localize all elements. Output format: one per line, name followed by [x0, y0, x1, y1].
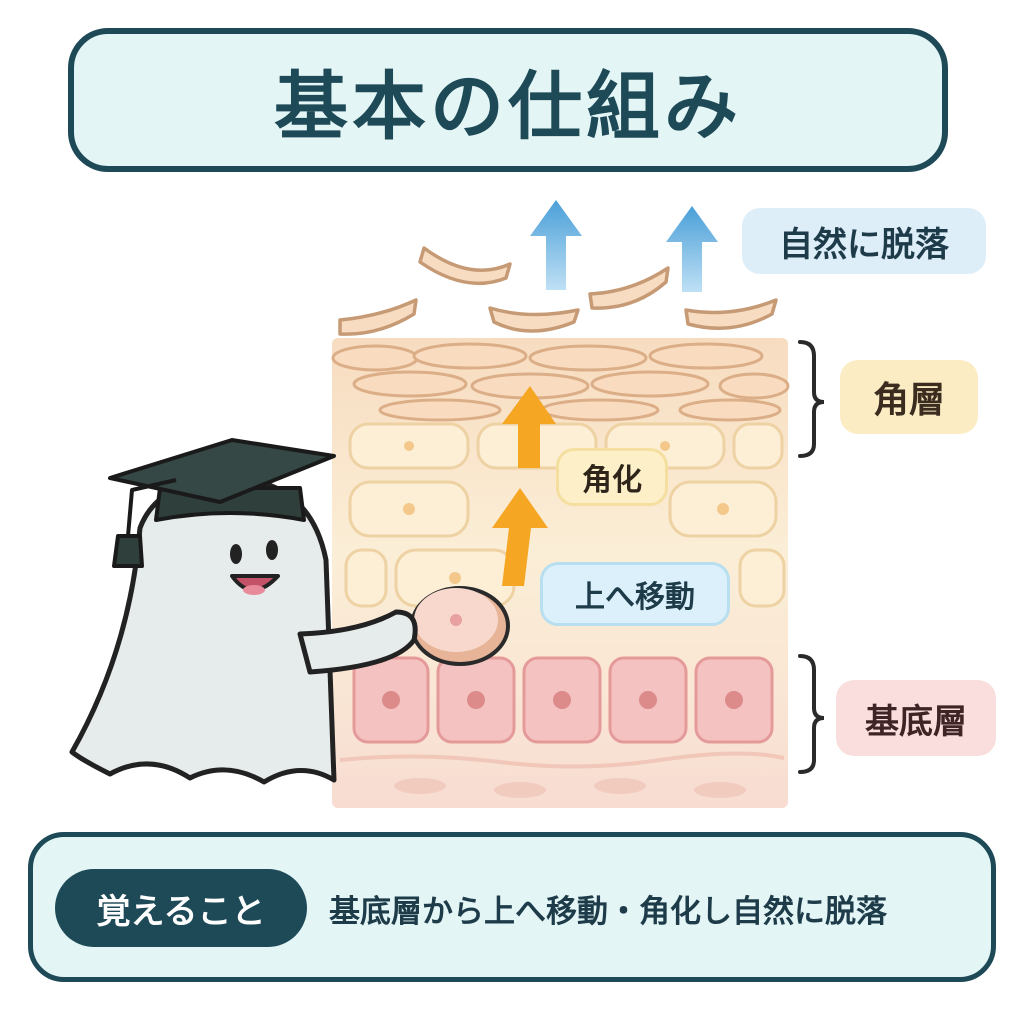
label-move-up: 上へ移動 — [540, 562, 730, 626]
summary-text: 基底層から上へ移動・角化し自然に脱落 — [329, 893, 887, 930]
stratum-corneum-cells — [331, 342, 790, 422]
label-keratinization: 角化 — [556, 448, 668, 506]
label-stratum-corneum: 角層 — [840, 360, 978, 434]
shedding-flakes — [338, 246, 778, 336]
page-title: 基本の仕組み — [274, 63, 742, 150]
title-box: 基本の仕組み — [68, 28, 948, 172]
label-basal-layer: 基底層 — [836, 680, 996, 756]
moving-cell-icon — [410, 586, 510, 666]
summary-box: 覚えること 基底層から上へ移動・角化し自然に脱落 — [28, 832, 996, 982]
arrow-up-blue-icon — [530, 200, 718, 292]
graduation-cap-icon — [108, 438, 336, 568]
label-shedding: 自然に脱落 — [742, 208, 986, 274]
ghost-face — [230, 540, 278, 564]
arrow-up-orange-icon — [492, 386, 556, 586]
summary-badge: 覚えること — [55, 869, 307, 947]
layer-braces — [798, 340, 825, 774]
